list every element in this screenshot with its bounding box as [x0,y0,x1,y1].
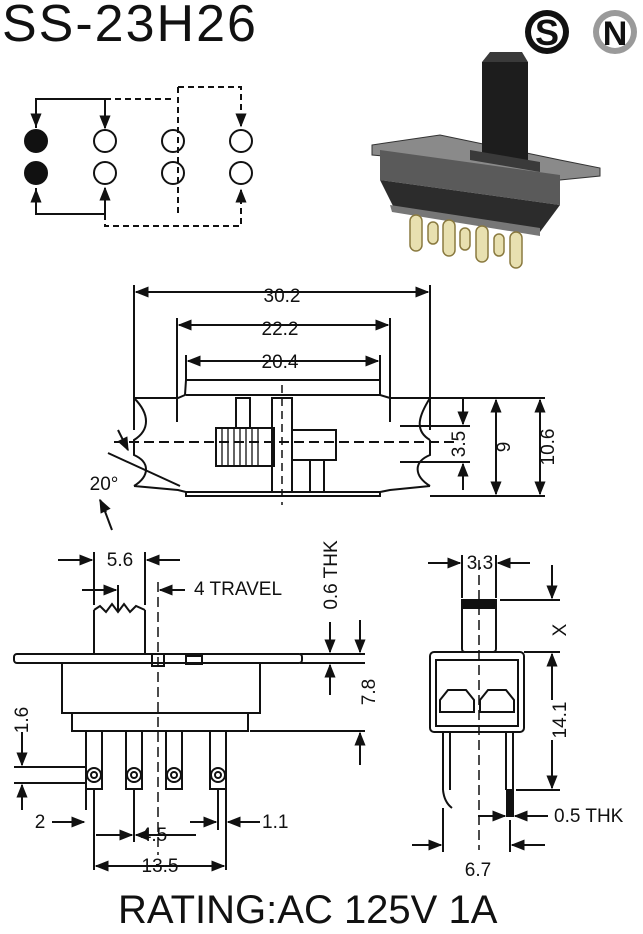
dim-overall-width: 30.2 [264,286,301,307]
dim-angle: 20° [90,474,119,495]
dim-end-knob: 3.3 [467,553,493,574]
dim-end-height: 14.1 [550,702,571,739]
rating-label: RATING:AC 125V 1A [118,888,498,932]
dim-pin-span: 13.5 [142,856,179,877]
dim-pitch: 4.5 [141,825,167,846]
dim-mount-span: 22.2 [262,319,299,340]
side-view [13,552,366,872]
top-view [99,285,546,531]
dim-pin-spacing: 6.7 [465,860,491,881]
switch-photo [371,52,601,269]
dim-body-height: 9 [494,442,515,453]
dim-pin-thickness: 0.5 THK [554,806,624,827]
dim-plate-thickness: 0.6 THK [321,540,342,610]
dim-edge: 2 [35,812,46,833]
end-view [412,555,560,852]
dim-side-height: 7.8 [359,679,380,705]
circuit-schematic [24,86,253,227]
dim-pin-width: 1.1 [262,812,288,833]
dim-body-width: 20.4 [262,352,299,373]
brand-logo: S N [525,10,637,54]
dim-knob-width: 5.6 [107,550,133,571]
dim-travel: 4 TRAVEL [194,579,282,600]
logo-letter-s: S [535,12,559,53]
logo-letter-n: N [603,15,628,53]
dim-overall-height: 10.6 [538,429,559,466]
dim-x: X [550,623,571,636]
part-number-title: SS-23H26 [2,0,258,53]
dim-pin-offset: 1.6 [12,707,33,733]
dim-slot: 3.5 [449,431,470,457]
